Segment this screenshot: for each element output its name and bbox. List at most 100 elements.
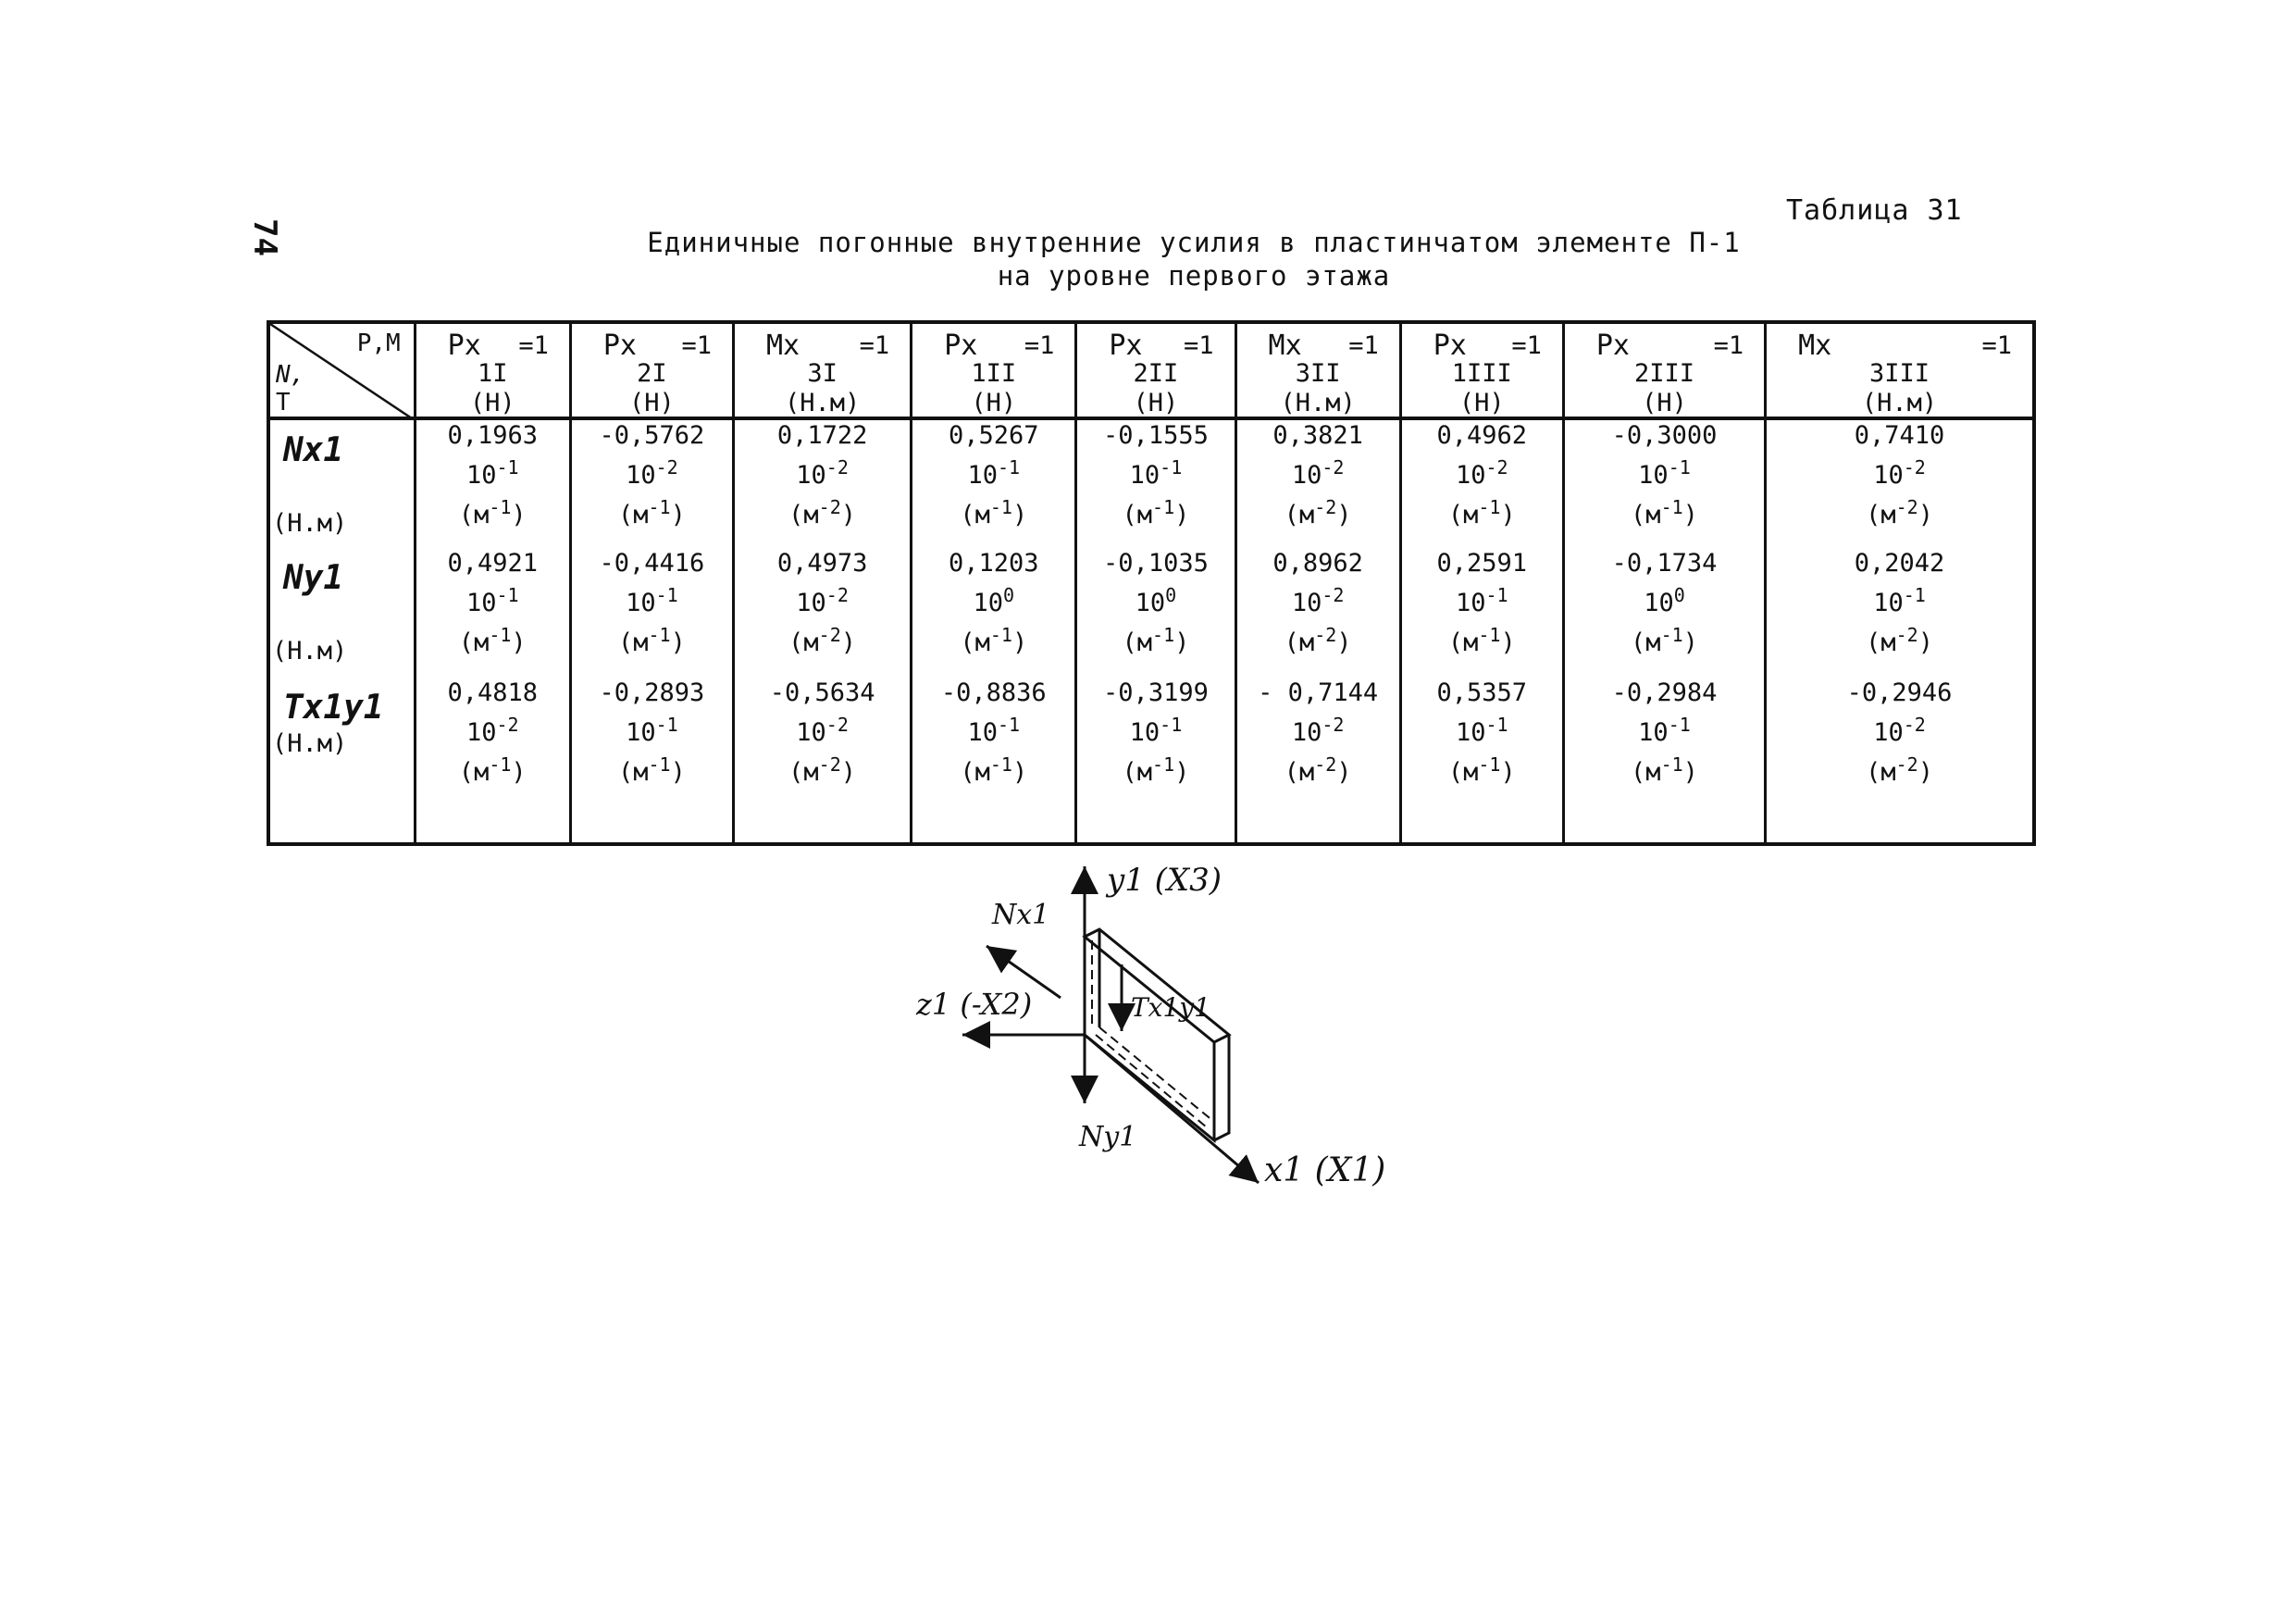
cell-multiplier: 10-1 — [1077, 709, 1234, 749]
nx-arrow — [986, 944, 1061, 1000]
multiplier-base: 10 — [626, 718, 656, 747]
unit-exponent: -2 — [1895, 624, 1918, 646]
empty-cell — [413, 807, 572, 844]
cell-value: 0,5267 — [949, 421, 1039, 450]
cell-value: 0,4962 — [1436, 421, 1528, 450]
cell-unit: (м-1) — [458, 496, 527, 529]
unit-exponent: -2 — [818, 496, 841, 518]
column-index: 2II — [1133, 359, 1179, 388]
multiplier-exponent: 0 — [1165, 584, 1177, 606]
column-unit: (Н) — [1642, 389, 1687, 417]
cell-multiplier: 10-1 — [416, 579, 569, 619]
unit-exponent: -1 — [648, 753, 671, 776]
column-symbol: Mx — [766, 330, 800, 362]
column-unit: (Н) — [629, 389, 675, 417]
multiplier-base: 10 — [1129, 461, 1160, 490]
unit-exponent: -1 — [1478, 496, 1501, 518]
cell-value: 0,5357 — [1436, 678, 1528, 707]
empty-cell — [1398, 807, 1565, 844]
cell-unit: (м-1) — [1631, 624, 1698, 657]
unit-exponent: -1 — [1152, 624, 1175, 646]
unit-base: м — [803, 628, 819, 657]
empty-cell — [731, 807, 913, 844]
column-index: 3II — [1295, 359, 1341, 388]
nx-label: Nx1 — [991, 899, 1049, 931]
cell-multiplier: 10-2 — [735, 709, 910, 749]
column-eq: =1 — [681, 331, 712, 360]
caption-line-2: на уровне первого этажа — [997, 260, 1391, 292]
unit-base: м — [633, 501, 649, 529]
column-index: 1I — [477, 359, 508, 388]
unit-base: м — [1645, 758, 1661, 787]
cell-unit: (м-1) — [617, 624, 686, 657]
unit-base: м — [1136, 501, 1153, 529]
cell-value: -0,5634 — [769, 678, 875, 707]
cell-multiplier: 10-2 — [735, 452, 910, 491]
cell-value: 0,7410 — [1854, 421, 1945, 450]
row-symbol: Ny1 — [283, 559, 344, 597]
column-index: 2III — [1633, 359, 1694, 388]
cell-value: -0,1734 — [1611, 549, 1718, 578]
cell-value: -0,4416 — [599, 549, 705, 578]
cell-value: -0,1035 — [1103, 549, 1209, 578]
multiplier-exponent: -2 — [825, 584, 849, 606]
cell-multiplier: 100 — [1565, 579, 1764, 619]
column-unit: (Н) — [469, 389, 515, 417]
cell-unit: (м-2) — [1866, 496, 1933, 529]
cell-unit: (м-1) — [1447, 496, 1516, 529]
column-eq: =1 — [1713, 331, 1744, 360]
multiplier-base: 10 — [1638, 718, 1669, 747]
cell-unit: (м-2) — [1866, 753, 1933, 787]
unit-exponent: -2 — [1895, 753, 1918, 776]
multiplier-base: 10 — [1291, 461, 1322, 490]
column-unit: (Н.м) — [784, 389, 861, 417]
cell-unit: (м-1) — [1447, 624, 1516, 657]
multiplier-base: 10 — [1873, 461, 1904, 490]
unit-exponent: -1 — [489, 624, 512, 646]
cell-multiplier: 10-2 — [416, 709, 569, 749]
cell-multiplier: 10-2 — [735, 579, 910, 619]
column-eq: =1 — [518, 331, 549, 360]
cell-multiplier: 10-1 — [416, 452, 569, 491]
unit-base: м — [1463, 758, 1479, 787]
cell-value: -0,1555 — [1103, 421, 1209, 450]
multiplier-base: 10 — [967, 718, 998, 747]
cell-unit: (м-1) — [458, 753, 527, 787]
cell-multiplier: 100 — [1077, 579, 1234, 619]
unit-base: м — [1463, 501, 1479, 529]
multiplier-exponent: -1 — [655, 584, 678, 606]
cell-value: 0,1722 — [776, 421, 868, 450]
cell-unit: (м-2) — [788, 496, 857, 529]
multiplier-exponent: -1 — [655, 714, 678, 736]
empty-cell — [1764, 807, 2036, 844]
row-header: Tx1y1(Н.м) — [267, 678, 416, 807]
cell-unit: (м-1) — [960, 753, 1028, 787]
multiplier-exponent: -1 — [1160, 456, 1183, 479]
column-eq: =1 — [1024, 331, 1055, 360]
multiplier-exponent: 0 — [1003, 584, 1015, 606]
multiplier-exponent: -1 — [1160, 714, 1183, 736]
cell-multiplier: 10-2 — [1237, 452, 1399, 491]
cell-unit: (м-1) — [1122, 496, 1190, 529]
cell-multiplier: 10-1 — [1077, 452, 1234, 491]
cell-value: 0,2591 — [1436, 549, 1528, 578]
cell-value: 0,2042 — [1854, 549, 1945, 578]
cell-unit: (м-1) — [1447, 753, 1516, 787]
